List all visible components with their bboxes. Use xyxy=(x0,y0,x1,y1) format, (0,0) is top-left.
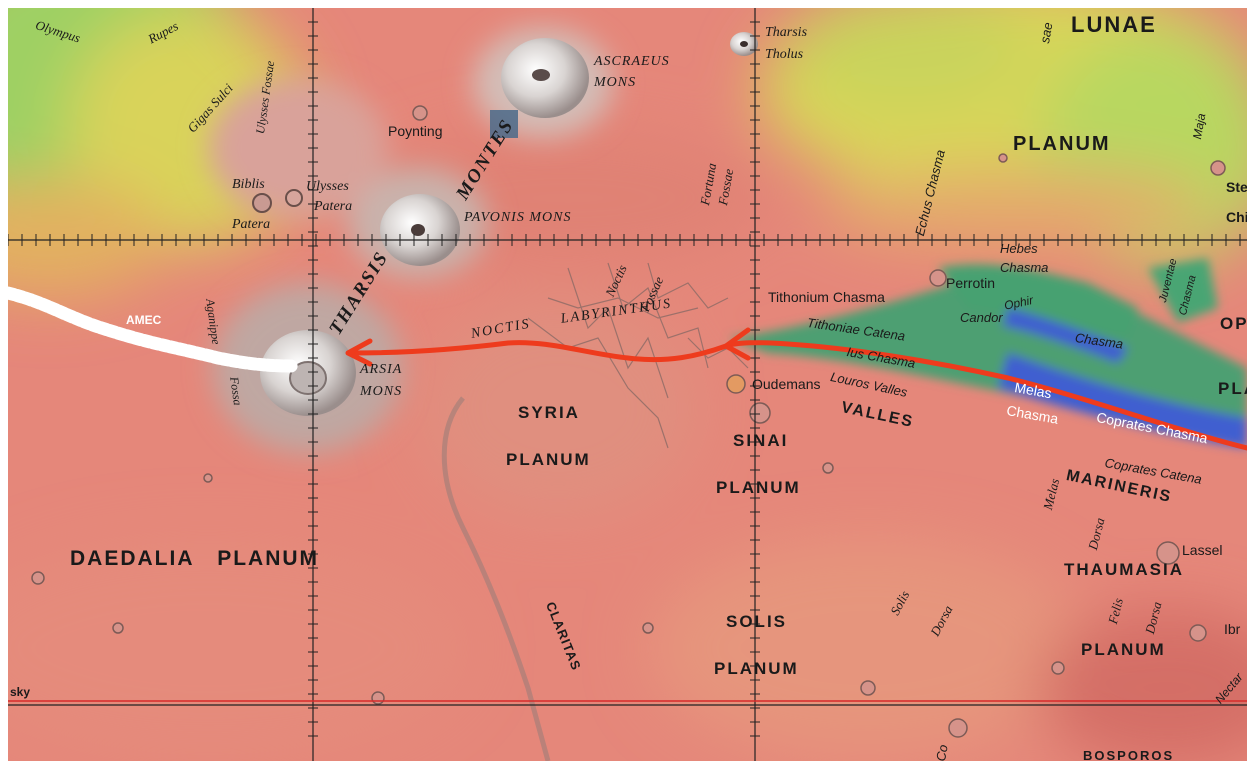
ascraeus-mons-volcano xyxy=(501,38,589,118)
label-syria-planum: PLANUM xyxy=(506,450,591,469)
graticule-ticks xyxy=(8,21,1241,737)
label-candor: Candor xyxy=(960,310,1003,325)
label-tharsis-tholus-1: Tharsis xyxy=(765,25,808,40)
label-pla-fragment: PLA xyxy=(1218,379,1247,398)
label-perrotin: Perrotin xyxy=(946,275,996,291)
label-solis: SOLIS xyxy=(726,612,788,631)
pavonis-mons-volcano xyxy=(380,194,460,266)
label-ulysses: Ulysses xyxy=(306,179,349,194)
label-bosporos: BOSPOROS xyxy=(1083,748,1175,761)
poynting-crater xyxy=(412,105,428,121)
label-arsia-mons: MONS xyxy=(360,384,403,399)
label-sky: sky xyxy=(10,685,31,699)
claritas-fossae-scarp xyxy=(441,396,551,761)
label-thaumasia-planum: PLANUM xyxy=(1081,640,1166,659)
map-canvas xyxy=(8,8,1247,761)
route-arrowhead-mid xyxy=(723,327,751,361)
label-oudemans: Oudemans xyxy=(752,376,821,392)
label-biblis: Biblis xyxy=(232,177,265,192)
label-poynting: Poynting xyxy=(388,123,443,139)
label-ascraeus: ASCRAEUS xyxy=(594,54,670,69)
label-pavonis-mons: PAVONIS MONS xyxy=(464,210,572,225)
label-ste-fragment: Ste xyxy=(1226,179,1247,195)
label-tithonium-chasma: Tithonium Chasma xyxy=(768,289,885,305)
lassel-crater xyxy=(1156,541,1180,565)
label-arsia: ARSIA xyxy=(360,362,403,377)
amec-trail xyxy=(8,286,300,373)
arsia-mons-volcano xyxy=(260,330,356,416)
label-chi-fragment: Chi xyxy=(1226,209,1247,225)
label-sinai: SINAI xyxy=(733,431,789,450)
label-amec: AMEC xyxy=(126,313,162,327)
label-thaumasia: THAUMASIA xyxy=(1064,560,1184,579)
highlight-box xyxy=(490,110,518,138)
label-syria: SYRIA xyxy=(518,403,580,422)
crater-sinai xyxy=(749,402,771,424)
label-lassel: Lassel xyxy=(1182,542,1223,558)
label-lunae: LUNAE xyxy=(1071,12,1157,37)
label-tharsis-tholus-2: Tholus xyxy=(765,47,804,62)
label-op-fragment: OP xyxy=(1220,314,1247,333)
label-lunae-planum: PLANUM xyxy=(1013,133,1111,155)
perrotin-crater xyxy=(929,269,947,287)
label-biblis-patera: Patera xyxy=(232,217,271,232)
oudemans-crater xyxy=(726,374,746,394)
label-solis-planum: PLANUM xyxy=(714,659,799,678)
label-daedalia-planum: DAEDALIA PLANUM xyxy=(70,547,320,570)
ulysses-patera-crater xyxy=(285,189,303,207)
label-sinai-planum: PLANUM xyxy=(716,478,801,497)
route-arrowhead-west xyxy=(345,338,373,367)
valles-marineris xyxy=(728,258,1247,448)
label-sae-fragment: sae xyxy=(1037,21,1056,45)
label-ibr-fragment: Ibr xyxy=(1224,621,1241,637)
mars-topographic-map: LUNAE PLANUM SYRIA PLANUM SINAI PLANUM D… xyxy=(8,8,1247,761)
label-co-fragment: Co xyxy=(933,743,951,761)
elevation-shading xyxy=(8,8,1247,761)
biblis-patera-crater xyxy=(252,193,272,213)
label-hebes: Hebes xyxy=(1000,241,1038,256)
noctis-labyrinthus-texture xyxy=(527,262,749,449)
label-aganippe-fossa: Fossa xyxy=(227,375,245,407)
label-ulysses-patera: Patera xyxy=(314,199,353,214)
label-ascraeus-mons: MONS xyxy=(594,75,637,90)
label-hebes-chasma: Chasma xyxy=(1000,260,1049,275)
